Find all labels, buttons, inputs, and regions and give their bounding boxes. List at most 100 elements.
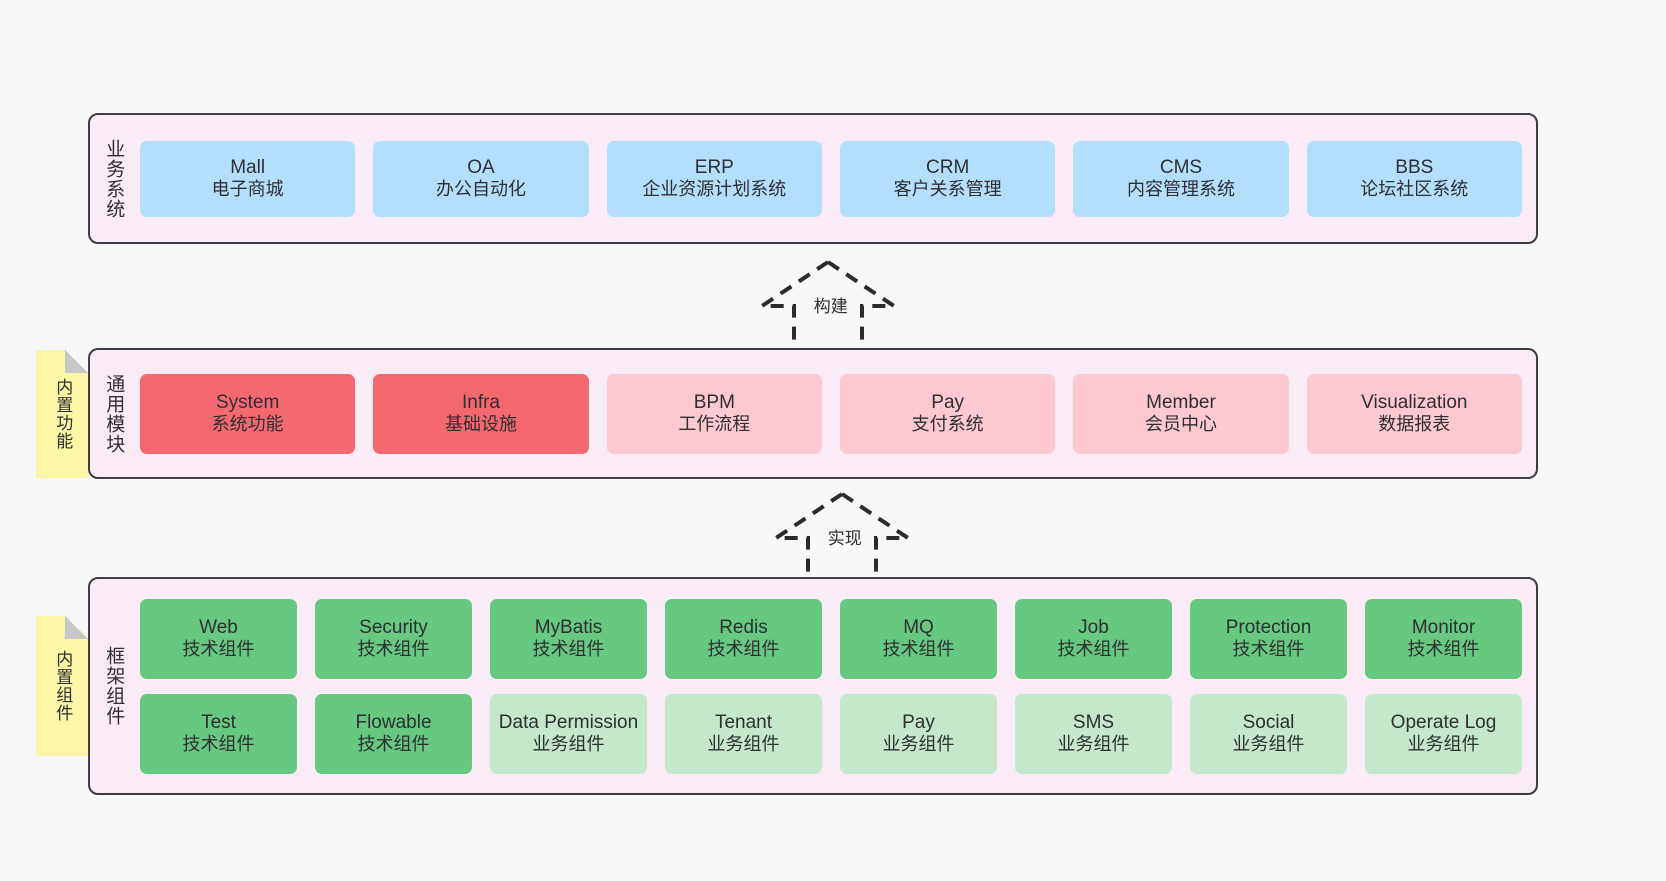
layer-business-systems: 业务系统 Mall 电子商城 OA 办公自动化 ERP 企业资源计划系统 CRM… (88, 113, 1538, 244)
module-card-title: Pay (931, 391, 965, 413)
module-card-subtitle: 业务组件 (707, 734, 780, 755)
module-card-visualization[interactable]: Visualization 数据报表 (1306, 373, 1522, 454)
sticky-note-text: 内置功能 (53, 378, 73, 450)
sticky-note-text: 内置组件 (53, 650, 73, 722)
module-card-title: System (215, 391, 280, 413)
module-card-security[interactable]: Security 技术组件 (315, 598, 472, 679)
module-card-subtitle: 技术组件 (182, 734, 255, 755)
module-card-title: Flowable (355, 711, 432, 733)
module-card-bpm[interactable]: BPM 工作流程 (606, 373, 822, 454)
module-card-subtitle: 办公自动化 (435, 179, 526, 200)
module-card-title: Member (1146, 391, 1216, 413)
module-card-title: Mall (230, 156, 266, 178)
module-card-title: Infra (461, 391, 500, 413)
layer-row: Web 技术组件 Security 技术组件 MyBatis 技术组件 Redi… (140, 598, 1522, 679)
module-card-infra[interactable]: Infra 基础设施 (373, 373, 589, 454)
module-card-tenant[interactable]: Tenant 业务组件 (665, 693, 822, 774)
module-card-redis[interactable]: Redis 技术组件 (665, 598, 822, 679)
module-card-subtitle: 技术组件 (1232, 639, 1305, 660)
module-card-title: BBS (1395, 156, 1434, 178)
module-card-operate-log[interactable]: Operate Log 业务组件 (1365, 693, 1522, 774)
module-card-title: Tenant (714, 711, 773, 733)
module-card-subtitle: 技术组件 (182, 639, 255, 660)
module-card-subtitle: 技术组件 (882, 639, 955, 660)
module-card-mall[interactable]: Mall 电子商城 (140, 140, 356, 217)
module-card-erp[interactable]: ERP 企业资源计划系统 (606, 140, 822, 217)
sticky-note-builtin-component: 内置组件 (36, 616, 88, 756)
module-card-title: CMS (1159, 156, 1203, 178)
module-card-job[interactable]: Job 技术组件 (1015, 598, 1172, 679)
module-card-title: Job (1078, 616, 1109, 638)
module-card-cms[interactable]: CMS 内容管理系统 (1073, 140, 1289, 217)
layer-body-business: Mall 电子商城 OA 办公自动化 ERP 企业资源计划系统 CRM 客户关系… (136, 115, 1536, 242)
layer-body-framework: Web 技术组件 Security 技术组件 MyBatis 技术组件 Redi… (136, 579, 1536, 793)
module-card-subtitle: 业务组件 (532, 734, 605, 755)
module-card-title: Security (359, 616, 428, 638)
module-card-title: Web (199, 616, 238, 638)
module-card-title: OA (467, 156, 495, 178)
module-card-protection[interactable]: Protection 技术组件 (1190, 598, 1347, 679)
module-card-data-permission[interactable]: Data Permission 业务组件 (490, 693, 647, 774)
module-card-subtitle: 客户关系管理 (893, 179, 1002, 200)
module-card-member[interactable]: Member 会员中心 (1073, 373, 1289, 454)
layer-common-modules: 通用模块 System 系统功能 Infra 基础设施 BPM 工作流程 Pay… (88, 348, 1538, 479)
module-card-bbs[interactable]: BBS 论坛社区系统 (1306, 140, 1522, 217)
module-card-crm[interactable]: CRM 客户关系管理 (839, 140, 1056, 217)
module-card-mq[interactable]: MQ 技术组件 (840, 598, 997, 679)
module-card-subtitle: 内容管理系统 (1126, 179, 1235, 200)
module-card-subtitle: 业务组件 (1057, 734, 1130, 755)
module-card-subtitle: 系统功能 (211, 414, 284, 435)
sticky-note-builtin-function: 内置功能 (36, 350, 88, 478)
layer-row: System 系统功能 Infra 基础设施 BPM 工作流程 Pay 支付系统… (140, 373, 1522, 454)
generalization-arrow-icon (755, 260, 901, 346)
module-card-test[interactable]: Test 技术组件 (140, 693, 297, 774)
module-card-web[interactable]: Web 技术组件 (140, 598, 297, 679)
module-card-subtitle: 数据报表 (1378, 414, 1451, 435)
connector-build: 构建 (755, 258, 901, 346)
module-card-title: Visualization (1361, 391, 1468, 413)
module-card-system[interactable]: System 系统功能 (140, 373, 356, 454)
module-card-title: Data Permission (498, 711, 639, 733)
module-card-subtitle: 论坛社区系统 (1360, 179, 1469, 200)
module-card-oa[interactable]: OA 办公自动化 (373, 140, 589, 217)
module-card-subtitle: 电子商城 (211, 179, 284, 200)
module-card-subtitle: 业务组件 (1232, 734, 1305, 755)
module-card-title: Protection (1225, 616, 1312, 638)
module-card-title: SMS (1072, 711, 1115, 733)
module-card-title: Operate Log (1390, 711, 1497, 733)
module-card-pay-component[interactable]: Pay 业务组件 (840, 693, 997, 774)
module-card-title: Monitor (1411, 616, 1476, 638)
module-card-flowable[interactable]: Flowable 技术组件 (315, 693, 472, 774)
module-card-pay[interactable]: Pay 支付系统 (839, 373, 1056, 454)
module-card-subtitle: 技术组件 (532, 639, 605, 660)
module-card-subtitle: 技术组件 (1057, 639, 1130, 660)
module-card-subtitle: 企业资源计划系统 (642, 179, 787, 200)
module-card-mybatis[interactable]: MyBatis 技术组件 (490, 598, 647, 679)
module-card-subtitle: 业务组件 (1407, 734, 1480, 755)
module-card-title: Social (1242, 711, 1295, 733)
module-card-title: CRM (926, 156, 970, 178)
layer-title-business: 业务系统 (103, 138, 125, 219)
module-card-title: Pay (902, 711, 935, 733)
layer-body-modules: System 系统功能 Infra 基础设施 BPM 工作流程 Pay 支付系统… (136, 350, 1536, 477)
module-card-sms[interactable]: SMS 业务组件 (1015, 693, 1172, 774)
connector-label-implement: 实现 (827, 529, 862, 548)
connector-implement: 实现 (769, 490, 915, 578)
layer-framework-components: 框架组件 Web 技术组件 Security 技术组件 MyBatis 技术组件… (88, 577, 1538, 795)
module-card-title: Test (201, 711, 236, 733)
module-card-title: BPM (693, 391, 735, 413)
layer-title-modules: 通用模块 (103, 373, 125, 454)
module-card-title: MQ (903, 616, 934, 638)
module-card-subtitle: 技术组件 (1407, 639, 1480, 660)
module-card-subtitle: 会员中心 (1144, 414, 1217, 435)
module-card-social[interactable]: Social 业务组件 (1190, 693, 1347, 774)
layer-row: Test 技术组件 Flowable 技术组件 Data Permission … (140, 693, 1522, 774)
module-card-title: Redis (719, 616, 768, 638)
module-card-title: ERP (694, 156, 734, 178)
module-card-subtitle: 支付系统 (911, 414, 984, 435)
connector-label-build: 构建 (813, 297, 848, 316)
module-card-subtitle: 技术组件 (357, 734, 430, 755)
module-card-monitor[interactable]: Monitor 技术组件 (1365, 598, 1522, 679)
generalization-arrow-icon (769, 492, 915, 578)
